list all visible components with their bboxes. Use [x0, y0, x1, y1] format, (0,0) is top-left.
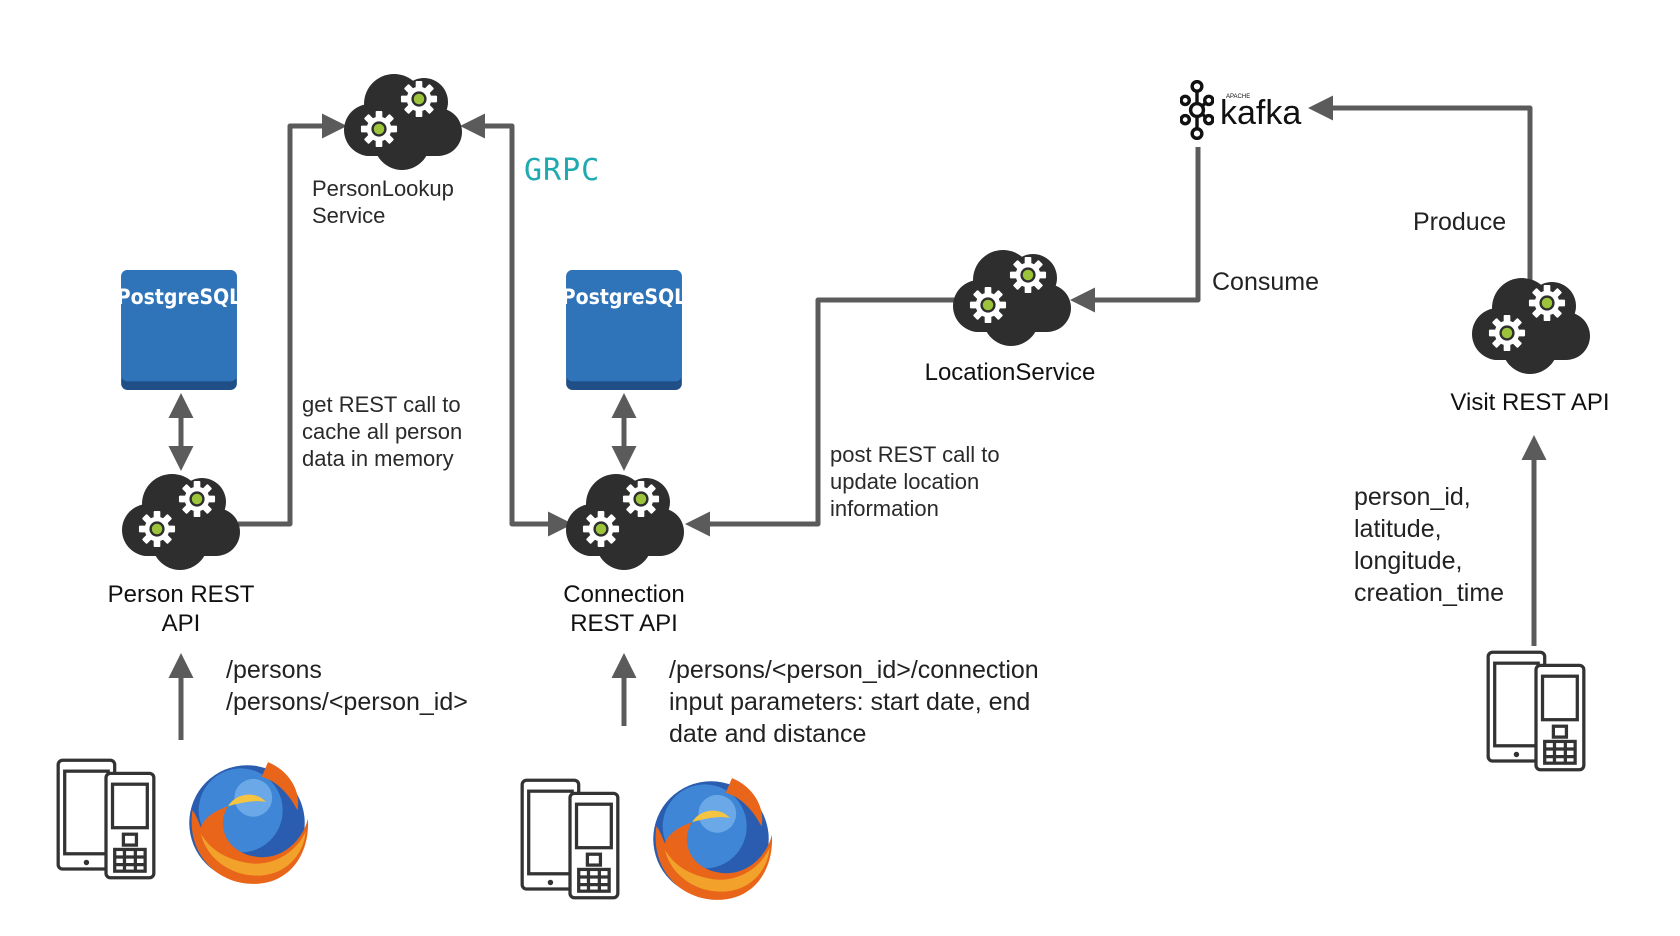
location-service-label: LocationService — [925, 359, 1096, 386]
connection-api-cloud-icon — [566, 473, 684, 570]
visit-field-4: creation_time — [1354, 579, 1504, 607]
postgresql-label-1: PostgreSQL — [117, 285, 241, 309]
mobile-phones-icon-1 — [56, 758, 156, 880]
grpc-icon: GRPC — [524, 153, 600, 188]
edge-location-to-connection — [685, 297, 956, 537]
edge-person-to-lookup — [238, 113, 347, 527]
visit-api-cloud-icon — [1472, 277, 1590, 374]
connection-api-label-1: Connection — [563, 581, 684, 608]
connection-endpoint-1: /persons/<person_id>/connection — [669, 656, 1039, 684]
visit-field-3: longitude, — [1354, 547, 1462, 575]
get-rest-note-2: cache all person — [302, 419, 462, 444]
person-api-label-1: Person REST — [108, 581, 255, 608]
person-lookup-label-1: PersonLookup — [312, 176, 454, 201]
postgresql-label-2: PostgreSQL — [562, 285, 686, 309]
mobile-phones-icon-2 — [520, 778, 620, 900]
location-service-cloud-icon — [953, 249, 1071, 346]
kafka-label: kafka — [1220, 94, 1301, 132]
edge-lookup-connection — [460, 113, 573, 537]
firefox-icon-1 — [189, 762, 309, 884]
connection-endpoint-2: input parameters: start date, end — [669, 688, 1030, 716]
person-endpoint-1: /persons — [226, 656, 322, 684]
firefox-icon-2 — [653, 778, 773, 900]
post-rest-note-2: update location — [830, 469, 979, 494]
edge-kafka-to-location — [1070, 147, 1201, 313]
get-rest-note-3: data in memory — [302, 446, 454, 471]
mobile-phones-icon-3 — [1486, 650, 1586, 772]
visit-api-label: Visit REST API — [1450, 389, 1609, 416]
post-rest-note-3: information — [830, 496, 939, 521]
person-lookup-label-2: Service — [312, 203, 385, 228]
edge-visit-to-kafka — [1308, 95, 1533, 280]
person-api-label-2: API — [162, 610, 201, 637]
consume-label: Consume — [1212, 268, 1319, 296]
connection-endpoint-3: date and distance — [669, 720, 866, 748]
visit-field-2: latitude, — [1354, 515, 1442, 543]
connection-api-label-2: REST API — [570, 610, 678, 637]
post-rest-note-1: post REST call to — [830, 442, 1000, 467]
person-endpoint-2: /persons/<person_id> — [226, 688, 468, 716]
person-api-cloud-icon — [122, 473, 240, 570]
get-rest-note-1: get REST call to — [302, 392, 461, 417]
person-lookup-cloud-icon — [344, 73, 462, 170]
kafka-apache-label: APACHE — [1226, 94, 1250, 100]
produce-label: Produce — [1413, 208, 1506, 236]
kafka-icon — [1180, 80, 1214, 140]
visit-field-1: person_id, — [1354, 483, 1471, 511]
